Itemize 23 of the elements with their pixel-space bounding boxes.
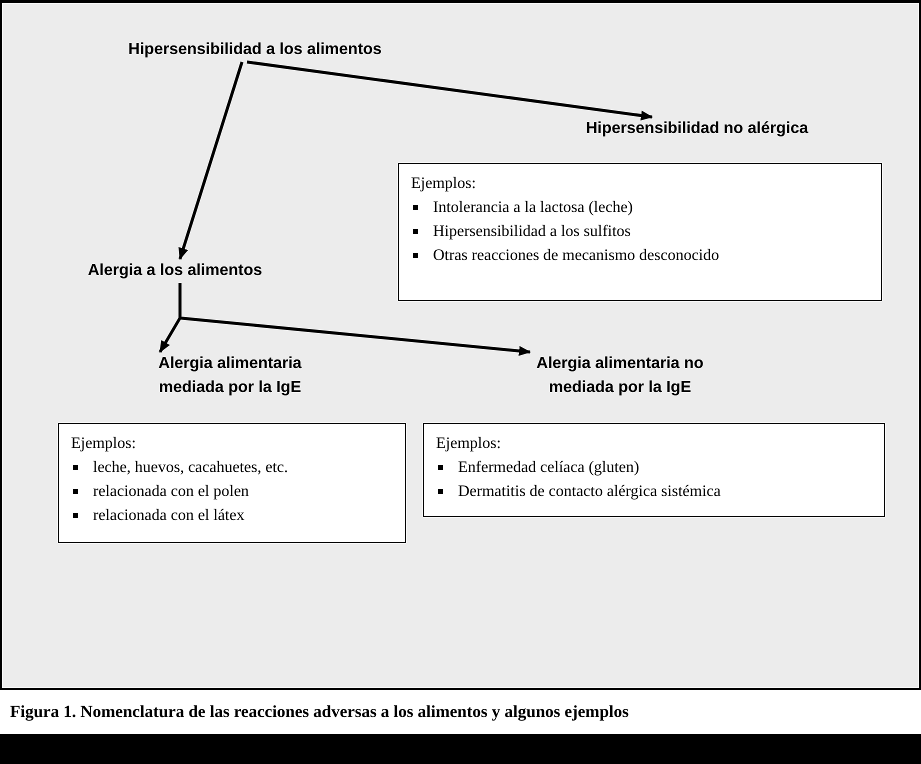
list-item: leche, huevos, cacahuetes, etc. [71,456,393,480]
list-item: Intolerancia a la lactosa (leche) [411,196,869,220]
category-heading: Hipersensibilidad a los alimentos [110,38,400,62]
list-heading: Ejemplos: [411,174,477,194]
category-heading: Hipersensibilidad no alérgica [552,117,842,141]
examples-box [423,423,885,517]
list-heading: Ejemplos: [436,434,502,454]
category-heading: Alergia alimentaria no mediada por la IgE [515,352,725,400]
examples-box [58,423,406,543]
list-item: relacionada con el látex [71,504,393,528]
list-item: Hipersensibilidad a los sulfitos [411,220,869,244]
list-item: Enfermedad celíaca (gluten) [436,456,872,480]
list-item: Dermatitis de contacto alérgica sistémica [436,480,872,504]
category-heading: Alergia a los alimentos [40,259,310,283]
arrow [178,62,244,260]
list-item: Otras reacciones de mecanismo desconocido [411,244,869,268]
list-heading: Ejemplos: [71,434,137,454]
list-item: relacionada con el polen [71,480,393,504]
examples-box [398,163,882,301]
category-heading: Alergia alimentaria mediada por la IgE [130,352,330,400]
arrow [246,60,653,120]
arrow [178,283,531,356]
figure-caption: Figura 1. Nomenclatura de las reacciones adversas a los alimentos y algunos ejemplos [10,702,629,722]
